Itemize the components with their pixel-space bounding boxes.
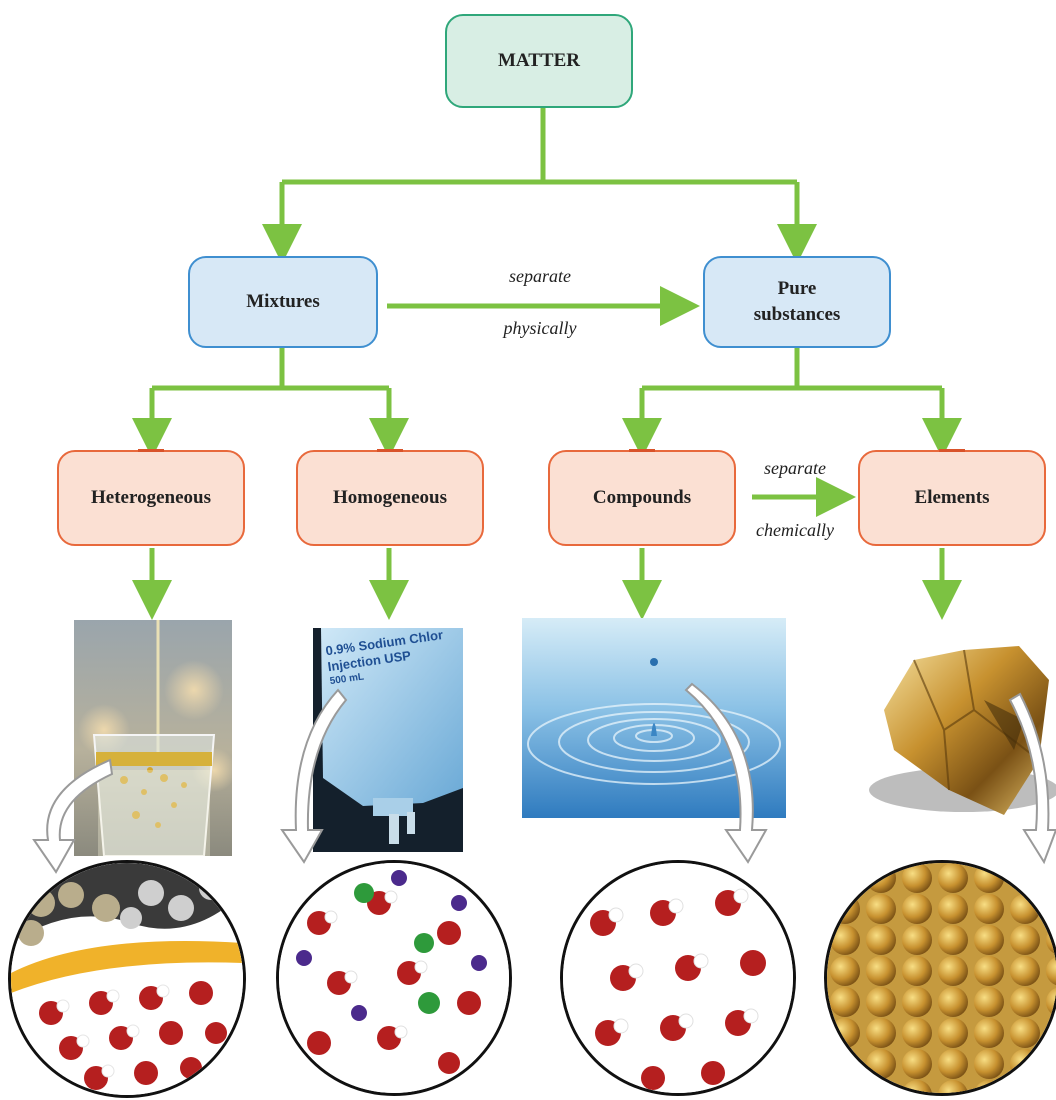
zoom-circle-heterogeneous: [8, 860, 246, 1098]
magnify-arrow-compounds: [684, 682, 768, 864]
top-tick: [138, 449, 164, 452]
zoom-circle-homogeneous: [276, 860, 512, 1096]
node-heterogeneous-label: Heterogeneous: [91, 487, 211, 509]
node-matter: MATTER: [445, 14, 633, 108]
label-separate-chemical: separate: [764, 458, 826, 478]
label-physically: physically: [503, 318, 577, 338]
node-homogeneous: Homogeneous: [296, 449, 484, 546]
photo-gold-foil: [854, 640, 1056, 830]
node-matter-label: MATTER: [498, 50, 580, 72]
arrow-matter-to-mixtures: [282, 179, 797, 244]
photo-saline-iv-bag: 0.9% Sodium Chlor Injection USP 500 mL: [313, 628, 463, 852]
magnify-arrow-homo: [280, 688, 348, 864]
top-tick: [629, 449, 655, 452]
node-mixtures-label: Mixtures: [246, 291, 320, 313]
arrow-mixtures-trunk: [152, 348, 389, 391]
node-elements-label: Elements: [914, 487, 990, 509]
label-chemically: chemically: [756, 520, 834, 540]
photo-oil-water-glass: [74, 620, 232, 856]
zoom-circle-elements: [824, 860, 1056, 1096]
label-separate-physical: separate: [509, 266, 571, 286]
magnify-arrow-hetero: [32, 758, 114, 874]
node-pure-substances: Pure substances: [703, 256, 891, 348]
top-tick: [939, 449, 965, 452]
node-homogeneous-label: Homogeneous: [333, 487, 447, 509]
zoom-circle-compounds: [560, 860, 796, 1096]
node-heterogeneous: Heterogeneous: [57, 449, 245, 546]
top-tick: [377, 449, 403, 452]
node-pure-substances-label: Pure substances: [753, 278, 841, 325]
node-compounds: Compounds: [548, 449, 736, 546]
arrow-pure-trunk: [642, 348, 942, 391]
magnify-arrow-elements: [1008, 692, 1056, 865]
node-compounds-label: Compounds: [592, 487, 692, 509]
node-mixtures: Mixtures: [188, 256, 378, 348]
node-elements: Elements: [858, 449, 1046, 546]
